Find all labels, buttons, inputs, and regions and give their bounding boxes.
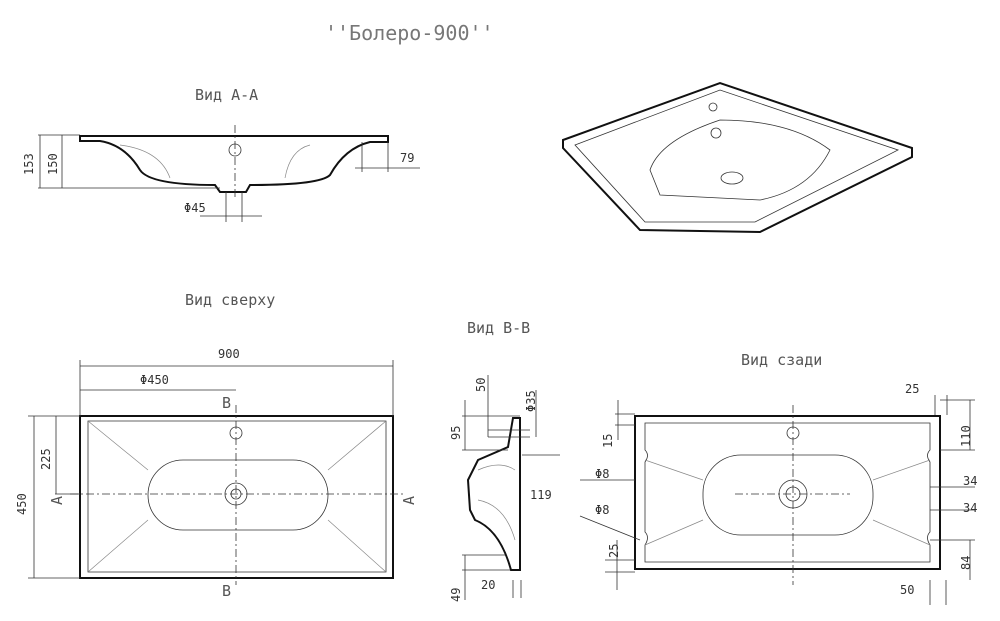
view-aa-label: Вид А-А <box>195 86 258 104</box>
view-top-label: Вид сверху <box>185 291 275 309</box>
dim-bb-50: 50 <box>474 378 488 392</box>
dim-450-diameter: Φ450 <box>140 373 169 387</box>
back-bowl <box>702 454 874 536</box>
dim-back-15: 15 <box>601 434 615 448</box>
view-back: Вид сзади 25 110 15 Φ8 Φ8 34 34 25 84 50 <box>579 351 977 605</box>
drawing-title: ''Болеро-900'' <box>325 21 494 45</box>
dim-back-34b: 34 <box>963 501 977 515</box>
dim-back-50: 50 <box>900 583 914 597</box>
view-back-label: Вид сзади <box>741 351 822 369</box>
bowl <box>147 459 329 531</box>
dim-bb-49: 49 <box>449 588 463 602</box>
section-marker-a-left: A <box>48 496 66 505</box>
dim-225: 225 <box>39 448 53 470</box>
dim-back-hole-8b: Φ8 <box>595 503 609 517</box>
dim-153: 153 <box>22 153 36 175</box>
dim-bb-35: Φ35 <box>524 390 538 412</box>
dim-bb-95: 95 <box>449 426 463 440</box>
iso-outline <box>562 81 913 234</box>
dim-450: 450 <box>15 493 29 515</box>
top-outline <box>79 415 394 579</box>
section-bb-outline <box>466 417 521 571</box>
view-aa: Вид А-А 153 150 79 Φ45 <box>22 86 420 222</box>
dim-900: 900 <box>218 347 240 361</box>
section-marker-b-bottom: B <box>222 582 231 600</box>
section-marker-a-right: A <box>400 496 418 505</box>
view-bb: Вид В-В 50 Φ35 95 119 49 20 <box>449 319 560 602</box>
section-marker-b-top: B <box>222 394 231 412</box>
dim-150: 150 <box>46 153 60 175</box>
dim-bb-119: 119 <box>530 488 552 502</box>
isometric-view <box>562 81 913 234</box>
dim-bb-20: 20 <box>481 578 495 592</box>
back-outline <box>634 415 941 570</box>
dim-back-25-left: 25 <box>607 544 621 558</box>
view-top: Вид сверху 900 Φ450 225 450 B B A A <box>15 291 418 600</box>
section-aa-outline <box>79 135 389 193</box>
view-bb-label: Вид В-В <box>467 319 530 337</box>
dim-drain-45: Φ45 <box>184 201 206 215</box>
dim-back-84: 84 <box>959 556 973 570</box>
dim-back-25-top: 25 <box>905 382 919 396</box>
dim-back-110: 110 <box>959 425 973 447</box>
dim-back-hole-8a: Φ8 <box>595 467 609 481</box>
dim-79: 79 <box>400 151 414 165</box>
dim-back-34a: 34 <box>963 474 977 488</box>
